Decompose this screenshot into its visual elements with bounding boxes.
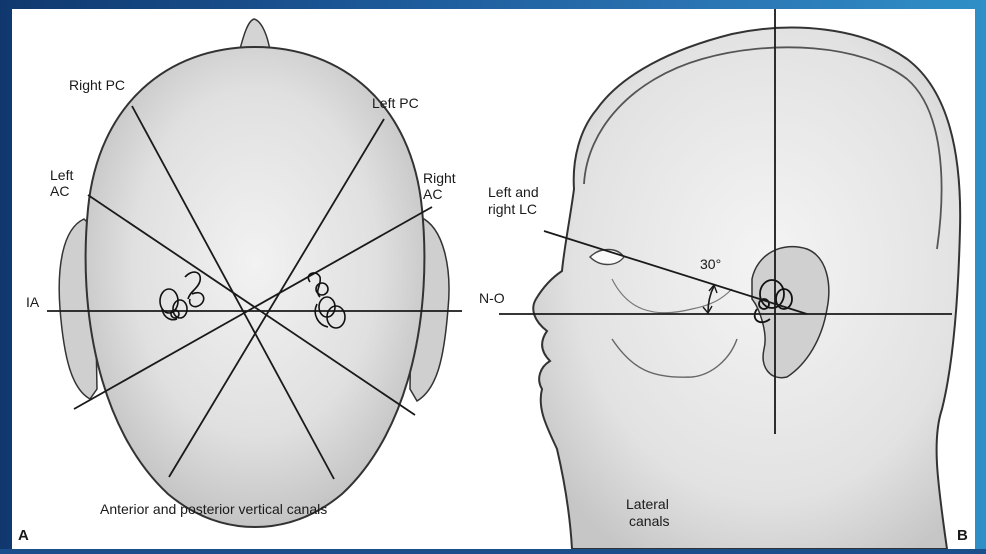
panel-b-letter: B — [957, 527, 968, 544]
panel-b-caption-line2: canals — [629, 513, 669, 529]
head-side-view — [533, 28, 960, 549]
left-pc-label: Left PC — [372, 95, 419, 111]
panel-a-letter: A — [18, 527, 29, 544]
slide-canvas: Right PC Left PC Left AC Right AC IA Ant… — [12, 9, 975, 549]
figure-svg: Right PC Left PC Left AC Right AC IA Ant… — [12, 9, 975, 549]
lc-label-line2: right LC — [488, 201, 537, 217]
panel-b: Left and right LC 30° N-O Lateral canals… — [479, 9, 968, 549]
ia-label: IA — [26, 294, 40, 310]
right-ac-label-line2: AC — [423, 186, 442, 202]
right-pc-label: Right PC — [69, 77, 125, 93]
left-ac-label-line1: Left — [50, 167, 73, 183]
angle-label: 30° — [700, 256, 721, 272]
no-label: N-O — [479, 290, 505, 306]
panel-b-caption-line1: Lateral — [626, 496, 669, 512]
right-ac-label-line1: Right — [423, 170, 456, 186]
lc-label-line1: Left and — [488, 184, 539, 200]
head-top-view — [86, 47, 425, 527]
panel-a: Right PC Left PC Left AC Right AC IA Ant… — [18, 19, 462, 544]
panel-a-caption: Anterior and posterior vertical canals — [100, 501, 327, 517]
left-ac-label-line2: AC — [50, 183, 69, 199]
